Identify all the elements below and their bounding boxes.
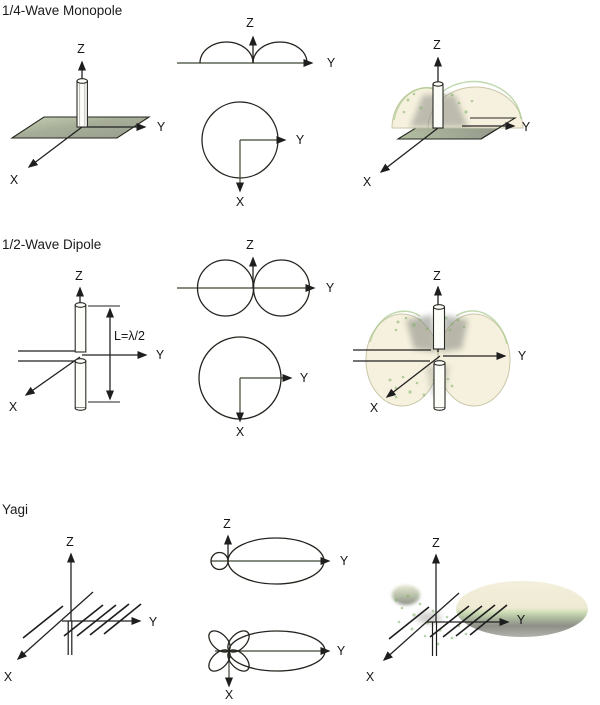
length-label: L=λ/2 (114, 329, 145, 343)
back-lobe (392, 585, 420, 605)
section-title: 1/2-Wave Dipole (2, 237, 101, 252)
y-axis-label: Y (296, 133, 305, 147)
x-axis (385, 355, 441, 398)
x-axis-label: X (236, 425, 245, 439)
x-axis-label: X (366, 670, 375, 684)
x-axis-label: X (4, 670, 13, 684)
x-axis (27, 126, 83, 168)
y-axis-label: Y (340, 554, 349, 568)
y-axis-label: Y (327, 56, 336, 70)
monopole-element (76, 78, 88, 128)
monopole-3d-pattern: X Y Z (363, 38, 531, 189)
section-title: Yagi (2, 502, 28, 517)
monopole-antenna-diagram: X Y Z (10, 42, 166, 187)
x-axis-label: X (10, 173, 19, 187)
x-axis (382, 592, 460, 661)
yagi-antenna-diagram: X Y Z (4, 535, 158, 684)
z-axis-label: Z (433, 38, 441, 52)
yagi-elevation-pattern: Y Z (210, 517, 349, 585)
y-axis-label: Y (157, 120, 166, 134)
y-axis-label: Y (156, 348, 165, 362)
y-axis-label: Y (300, 371, 309, 385)
y-axis-label: Y (522, 120, 531, 134)
dipole-upper-element (74, 302, 87, 353)
x-axis (24, 356, 81, 396)
x-axis-label: X (236, 195, 245, 209)
y-axis-label: Y (326, 281, 335, 295)
z-axis-label: Z (246, 238, 254, 252)
section-monopole: 1/4-Wave Monopole X Y Z Y Z (2, 3, 531, 209)
side-lobes (208, 630, 250, 672)
mast-feed-lines (67, 621, 73, 655)
monopole-azimuth-pattern: Y X (201, 101, 305, 209)
mast-feed-lines (431, 622, 438, 656)
dipole-elevation-pattern: Y Z (177, 238, 335, 317)
elevation-lobe-right (252, 41, 308, 64)
y-axis-label: Y (337, 644, 346, 658)
main-lobe (227, 537, 325, 585)
z-axis-label: Z (432, 536, 440, 550)
z-axis-label: Z (75, 269, 83, 283)
dipole-antenna-diagram: L=λ/2 X Y Z (9, 269, 165, 414)
x-axis (379, 127, 439, 173)
z-axis-label: Z (246, 16, 254, 30)
dipole-lower-element (74, 358, 87, 411)
dipole-upper-element (432, 304, 446, 350)
yagi-elements (22, 603, 142, 639)
dipole-lower-element (433, 360, 446, 411)
dipole-azimuth-pattern: Y X (198, 336, 309, 439)
yagi-azimuth-pattern: Y X (208, 630, 346, 702)
z-axis-label: Z (77, 42, 85, 56)
z-axis-label: Z (433, 269, 441, 283)
y-axis-label: Y (149, 615, 158, 629)
elevation-lobe-right (252, 259, 311, 317)
z-axis-label: Z (223, 517, 231, 531)
length-dimension: L=λ/2 (88, 305, 145, 403)
x-axis-label: X (9, 400, 18, 414)
monopole-elevation-pattern: Y Z (177, 16, 336, 70)
plane-corner-edge (470, 117, 517, 140)
x-axis-label: X (363, 175, 372, 189)
monopole-element (432, 81, 444, 129)
yagi-3d-pattern: X Y Z (366, 536, 588, 684)
section-yagi: Yagi X Y Z (2, 502, 588, 702)
dipole-3d-pattern: X Y Z (353, 269, 527, 415)
x-axis (16, 591, 94, 660)
green-speckles (402, 92, 474, 114)
y-axis-label: Y (517, 613, 526, 627)
half-toroid-pattern (391, 80, 524, 129)
elevation-lobe-left (199, 41, 254, 64)
section-dipole: 1/2-Wave Dipole L=λ/2 X (2, 237, 527, 439)
section-title: 1/4-Wave Monopole (2, 3, 122, 18)
x-axis-label: X (370, 401, 379, 415)
x-axis-label: X (225, 688, 234, 702)
y-axis-label: Y (518, 349, 527, 363)
z-axis-label: Z (66, 535, 74, 549)
